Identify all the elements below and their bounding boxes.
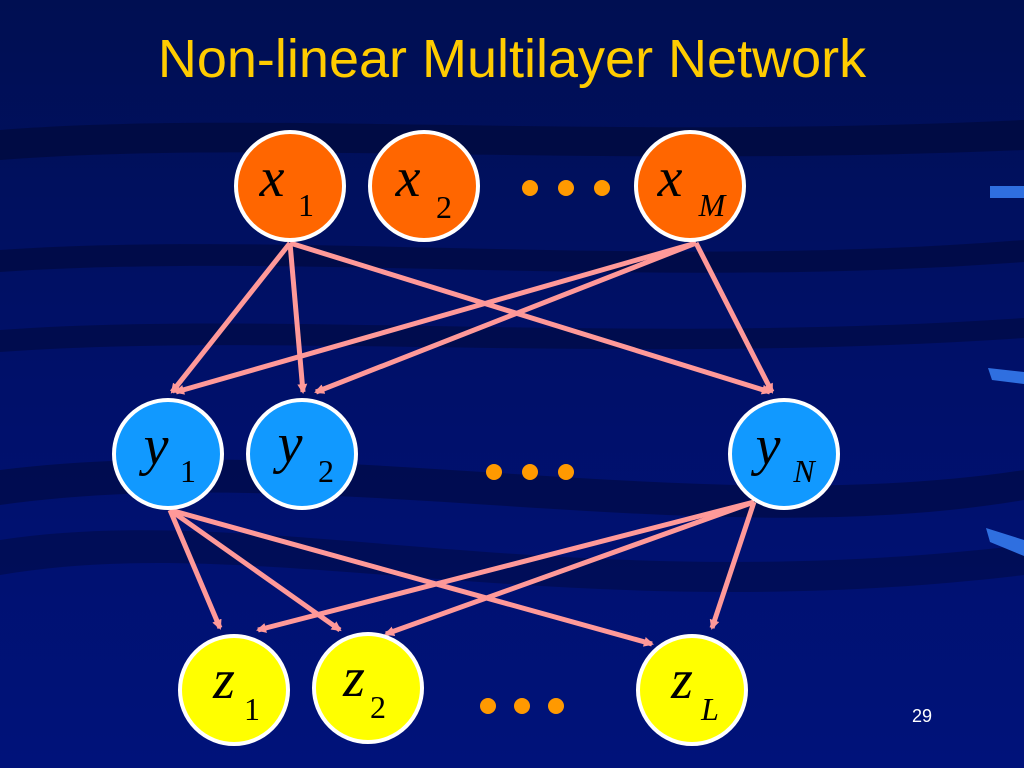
node-var: z: [670, 649, 693, 711]
node-var: y: [273, 413, 303, 475]
node-var: x: [657, 147, 683, 209]
edge-xM-y1: [174, 240, 697, 395]
hidden-to-output-edges: [167, 499, 757, 647]
node-z2: z 2: [312, 632, 424, 744]
node-subscript: N: [792, 453, 816, 489]
node-y2: y 2: [246, 398, 358, 510]
input-layer: x 1 x 2 x M: [234, 130, 746, 242]
edge-accent: [990, 186, 1024, 198]
node-var: y: [139, 415, 169, 477]
output-layer: z 1 z 2 z L: [178, 632, 748, 746]
ellipsis-output: [480, 698, 564, 714]
node-var: z: [342, 647, 365, 709]
node-z1: z 1: [178, 634, 290, 746]
input-to-hidden-edges: [170, 240, 775, 395]
node-xM: x M: [634, 130, 746, 242]
node-subscript: L: [700, 691, 719, 727]
node-yN: y N: [728, 398, 840, 510]
edge-y1-z2: [168, 507, 342, 633]
node-var: x: [259, 147, 285, 209]
ellipsis-hidden: [486, 464, 574, 480]
edge-yN-zL: [709, 501, 757, 630]
node-subscript: 1: [298, 187, 314, 223]
ellipsis-input: [522, 180, 610, 196]
node-subscript: 1: [180, 453, 196, 489]
node-x1: x 1: [234, 130, 346, 242]
edge-y1-zL: [169, 507, 654, 647]
edge-x1-y1: [170, 241, 292, 394]
node-var: y: [751, 415, 781, 477]
node-zL: z L: [636, 634, 748, 746]
edge-xM-y2: [314, 240, 697, 395]
slide-title: Non-linear Multilayer Network: [157, 29, 867, 89]
node-x2: x 2: [368, 130, 480, 242]
node-var: x: [395, 147, 421, 209]
edge-x1-y2: [287, 242, 308, 394]
node-var: z: [212, 649, 235, 711]
node-subscript: 1: [244, 691, 260, 727]
node-subscript: 2: [370, 689, 386, 725]
edge-y1-z1: [167, 509, 223, 630]
edge-accent: [988, 368, 1024, 384]
edge-yN-z2: [384, 499, 755, 637]
node-subscript: 2: [436, 189, 452, 225]
edge-x1-yN: [289, 240, 772, 395]
node-subscript: 2: [318, 453, 334, 489]
edge-xM-yN: [693, 241, 775, 394]
edge-accent: [986, 528, 1024, 556]
edge-yN-z1: [256, 499, 755, 633]
hidden-layer: y 1 y 2 y N: [112, 398, 840, 510]
node-y1: y 1: [112, 398, 224, 510]
node-subscript: M: [698, 187, 728, 223]
page-number: 29: [912, 706, 933, 726]
